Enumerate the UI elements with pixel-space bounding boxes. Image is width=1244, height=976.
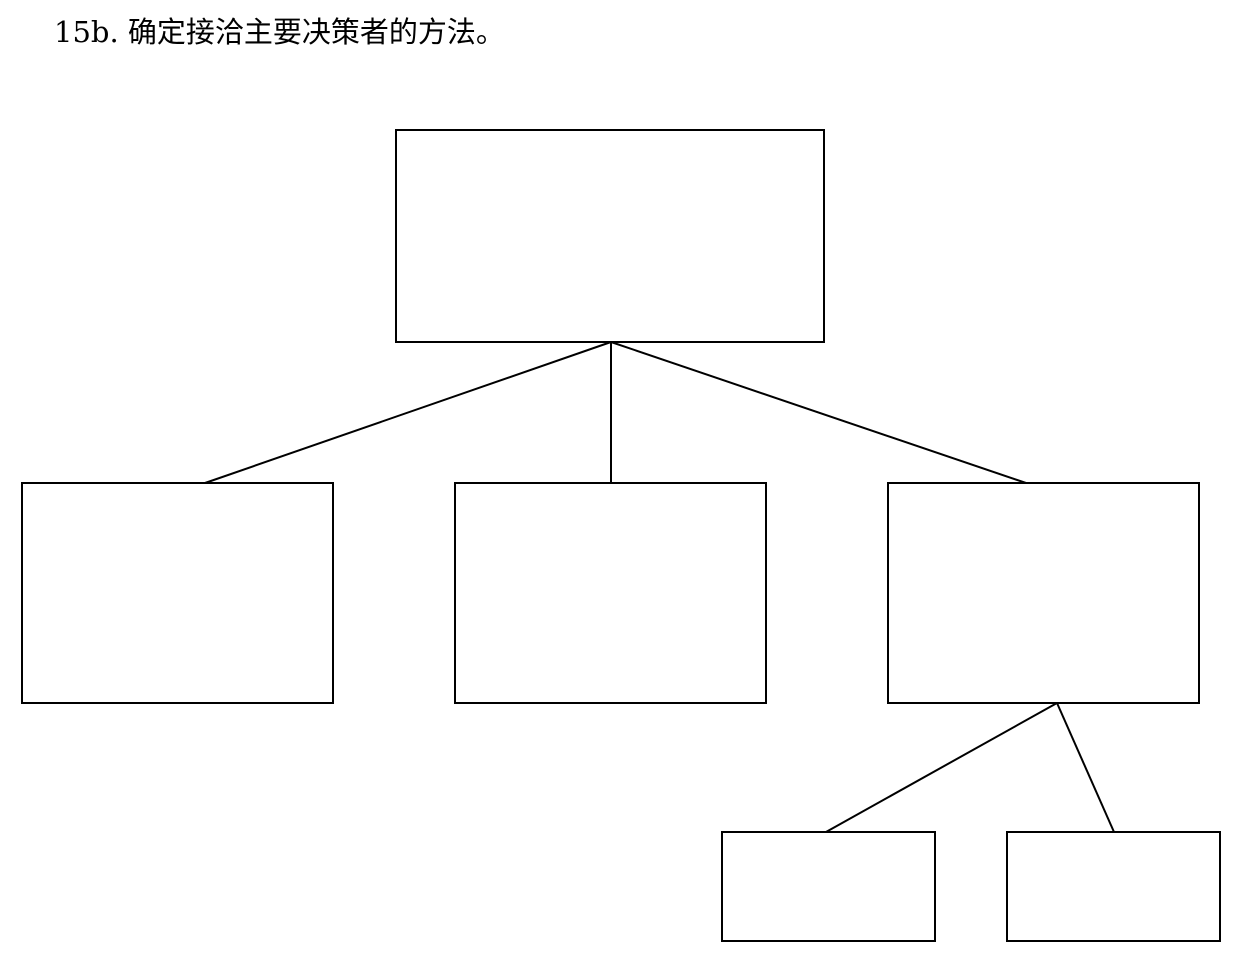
connector-child-3-to-grandchild-2	[1056, 702, 1115, 833]
child-box-2[interactable]	[454, 482, 767, 704]
connector-root-to-child-1	[204, 341, 612, 484]
grandchild-box-1[interactable]	[721, 831, 936, 942]
connector-child-3-to-grandchild-1	[825, 702, 1058, 833]
grandchild-box-2[interactable]	[1006, 831, 1221, 942]
child-box-1[interactable]	[21, 482, 334, 704]
child-box-3[interactable]	[887, 482, 1200, 704]
worksheet-title: 15b. 确定接洽主要决策者的方法。	[54, 15, 505, 49]
root-box[interactable]	[395, 129, 825, 343]
connector-root-to-child-3	[610, 341, 1027, 484]
